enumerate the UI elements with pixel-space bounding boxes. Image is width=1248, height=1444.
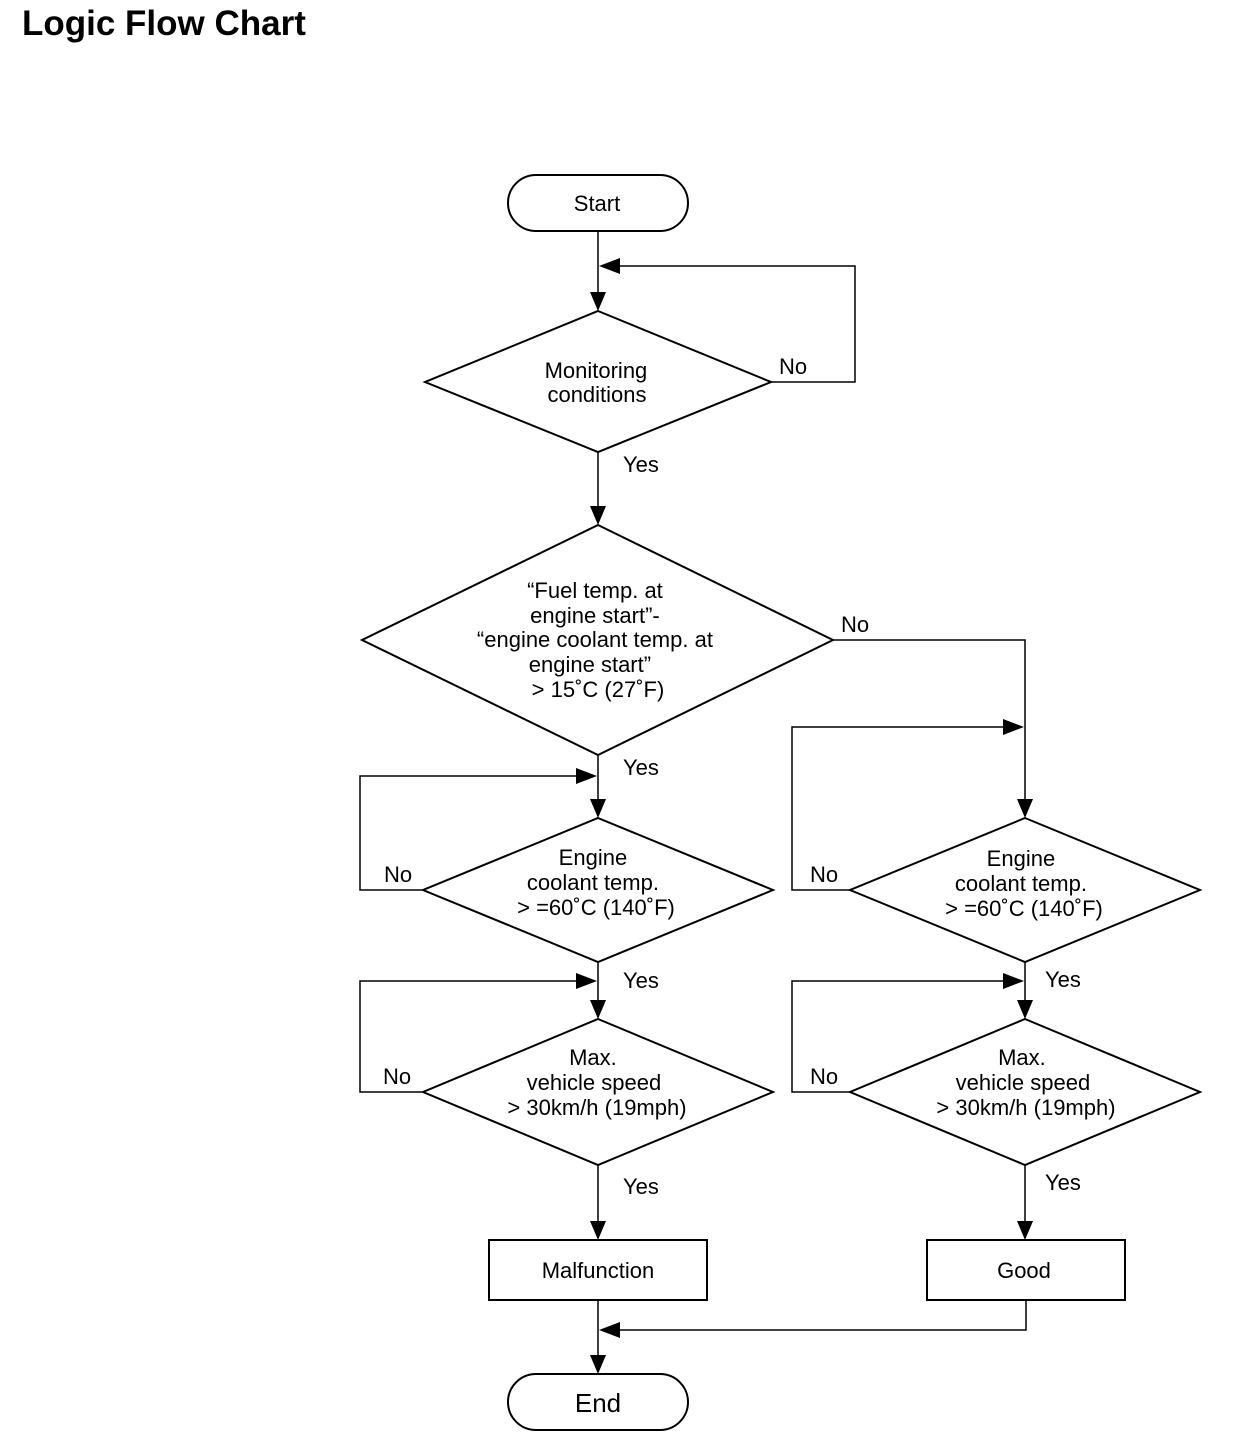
arrow-right-icon bbox=[1003, 973, 1024, 989]
arrow-down-icon bbox=[590, 799, 606, 818]
arrow-down-icon bbox=[1017, 1000, 1033, 1019]
edge-label-yes: Yes bbox=[623, 968, 659, 993]
edge-label-no: No bbox=[810, 1064, 838, 1089]
edge-label-yes: Yes bbox=[1045, 1170, 1081, 1195]
arrow-down-icon bbox=[590, 1000, 606, 1019]
coolant-temp-label-right: Engine coolant temp. > =60˚C (140˚F) bbox=[945, 846, 1103, 921]
page-title: Logic Flow Chart bbox=[22, 4, 306, 43]
edge-label-yes: Yes bbox=[1045, 967, 1081, 992]
edge-label-yes: Yes bbox=[623, 1174, 659, 1199]
edge-label-no: No bbox=[841, 612, 869, 637]
arrow-down-icon bbox=[590, 292, 606, 311]
start-label: Start bbox=[574, 191, 620, 216]
vehicle-speed-label-left: Max. vehicle speed > 30km/h (19mph) bbox=[507, 1045, 686, 1120]
arrow-down-icon bbox=[590, 1355, 606, 1374]
edge-label-yes: Yes bbox=[623, 755, 659, 780]
arrow-down-icon bbox=[1017, 799, 1033, 818]
coolant-temp-label-left: Engine coolant temp. > =60˚C (140˚F) bbox=[517, 845, 675, 920]
arrow-left-icon bbox=[599, 258, 620, 274]
good-box bbox=[926, 1239, 1126, 1301]
edge-label-yes: Yes bbox=[623, 452, 659, 477]
monitoring-label: Monitoring conditions bbox=[545, 358, 654, 407]
arrowheads bbox=[576, 258, 1033, 1374]
arrow-right-icon bbox=[1003, 719, 1024, 735]
malfunction-label: Malfunction bbox=[542, 1258, 655, 1283]
arrow-left-icon bbox=[599, 1322, 620, 1338]
arrow-down-icon bbox=[590, 506, 606, 525]
connectors bbox=[359, 231, 1027, 1358]
edge-label-no: No bbox=[383, 1064, 411, 1089]
arrow-right-icon bbox=[576, 973, 597, 989]
edge-label-no: No bbox=[810, 862, 838, 887]
arrow-down-icon bbox=[590, 1221, 606, 1240]
end-label: End bbox=[575, 1388, 621, 1418]
edge-label-no: No bbox=[384, 862, 412, 887]
arrow-down-icon bbox=[1017, 1221, 1033, 1240]
good-label: Good bbox=[997, 1258, 1051, 1283]
arrow-right-icon bbox=[576, 768, 597, 784]
fuel-coolant-diff-label: “Fuel temp. at engine start”- “engine co… bbox=[477, 578, 719, 702]
vehicle-speed-label-right: Max. vehicle speed > 30km/h (19mph) bbox=[936, 1045, 1115, 1120]
edge-label-no: No bbox=[779, 354, 807, 379]
